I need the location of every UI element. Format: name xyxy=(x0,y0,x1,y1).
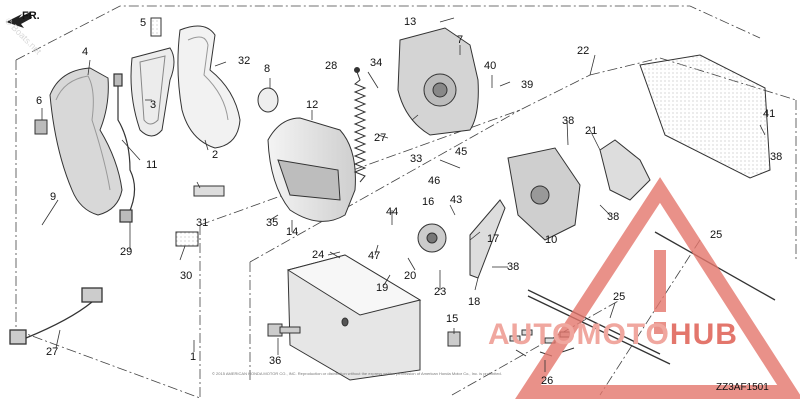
callout-part-20[interactable]: 20 xyxy=(404,270,417,282)
part-27-harness xyxy=(9,287,103,345)
callout-part-46-lower[interactable]: 46 xyxy=(428,175,441,187)
diagram-code: ZZ3AF1501 xyxy=(716,382,769,393)
part-2-grip xyxy=(177,25,241,149)
part-12-housing xyxy=(267,117,356,222)
callout-part-37[interactable]: 36 xyxy=(269,355,282,367)
callout-part-15[interactable]: 15 xyxy=(446,313,459,325)
part-3-grip xyxy=(130,47,175,137)
callout-part-40[interactable]: 38 xyxy=(770,151,783,163)
callout-part-24[interactable]: 24 xyxy=(312,249,325,261)
part-4-cover xyxy=(34,67,123,216)
callout-part-26[interactable]: 26 xyxy=(541,375,554,387)
callout-part-38-upper[interactable]: 38 xyxy=(607,211,620,223)
part-22-panel xyxy=(639,54,771,179)
callout-part-27[interactable]: 27 xyxy=(46,346,59,358)
callout-part-10[interactable]: 10 xyxy=(545,234,558,246)
callout-part-14[interactable]: 14 xyxy=(286,226,299,238)
callout-part-32[interactable]: 31 xyxy=(196,217,209,229)
part-10-bracket xyxy=(507,147,581,241)
callout-part-34[interactable]: 33 xyxy=(410,153,423,165)
part-8-ring xyxy=(257,87,279,113)
part-32-label xyxy=(193,185,225,197)
callout-part-8[interactable]: 8 xyxy=(264,63,271,75)
leader-lines xyxy=(41,17,766,372)
callout-part-2[interactable]: 2 xyxy=(212,149,219,161)
callout-part-42[interactable]: 40 xyxy=(484,60,497,72)
part-1-lower-housing xyxy=(286,254,422,381)
part-16-gear xyxy=(417,223,447,253)
callout-part-33[interactable]: 32 xyxy=(238,55,251,67)
callout-part-43[interactable]: 41 xyxy=(763,108,776,120)
callout-part-28[interactable]: 27 xyxy=(374,132,387,144)
front-direction-label: FR. xyxy=(22,10,40,22)
callout-part-47[interactable]: 47 xyxy=(368,250,381,262)
watermark-brand-left: AUTOMOTO xyxy=(488,318,670,351)
part-29-cable xyxy=(353,67,367,183)
callout-part-25-lower[interactable]: 25 xyxy=(613,291,626,303)
callout-part-7[interactable]: 7 xyxy=(457,34,464,46)
callout-part-30[interactable]: 29 xyxy=(120,246,133,258)
callout-part-11[interactable]: 11 xyxy=(146,159,158,171)
part-30-wiring xyxy=(113,73,136,223)
watermark-brand: AUTOMOTOHUB xyxy=(488,318,738,352)
callout-part-45[interactable]: 44 xyxy=(386,206,399,218)
part-37-bolt xyxy=(267,323,301,337)
part-31-label xyxy=(175,231,199,247)
callout-part-4[interactable]: 4 xyxy=(82,46,89,58)
front-direction-arrow-icon xyxy=(6,12,32,28)
part-7-plate xyxy=(397,27,479,136)
callout-part-18[interactable]: 18 xyxy=(468,296,481,308)
callout-part-1[interactable]: 1 xyxy=(190,351,197,363)
callout-part-39[interactable]: 38 xyxy=(562,115,575,127)
callout-part-19[interactable]: 19 xyxy=(376,282,389,294)
callout-part-44[interactable]: 43 xyxy=(450,194,463,206)
callout-part-36[interactable]: 35 xyxy=(266,217,279,229)
copyright-notice: © 2015 AMERICAN HONDA MOTOR CO., INC. Re… xyxy=(212,371,502,376)
callout-part-12[interactable]: 12 xyxy=(306,99,319,111)
callout-part-35[interactable]: 34 xyxy=(370,57,383,69)
callout-part-31[interactable]: 30 xyxy=(180,270,193,282)
callout-part-9[interactable]: 9 xyxy=(50,191,57,203)
callout-part-6[interactable]: 6 xyxy=(36,95,43,107)
callout-part-29[interactable]: 28 xyxy=(325,60,338,72)
callout-part-41[interactable]: 39 xyxy=(521,79,534,91)
callout-part-38-lower[interactable]: 38 xyxy=(507,261,520,273)
callout-part-25-upper[interactable]: 25 xyxy=(710,229,723,241)
part-5-spring xyxy=(150,17,162,37)
watermark-brand-right: HUB xyxy=(669,318,738,351)
callout-part-21[interactable]: 21 xyxy=(585,125,598,137)
callout-part-16[interactable]: 16 xyxy=(422,196,435,208)
callout-part-5[interactable]: 5 xyxy=(140,17,147,29)
callout-part-13[interactable]: 13 xyxy=(404,16,417,28)
callout-part-23[interactable]: 23 xyxy=(434,286,447,298)
part-18-arm xyxy=(469,199,506,279)
part-15-collar xyxy=(447,331,461,347)
callout-part-3[interactable]: 3 xyxy=(150,99,157,111)
callout-part-17[interactable]: 17 xyxy=(487,233,500,245)
callout-part-22[interactable]: 22 xyxy=(577,45,590,57)
watermark-triangle-icon xyxy=(515,177,800,399)
part-21-bracket xyxy=(599,139,651,201)
callout-part-46-upper[interactable]: 45 xyxy=(455,146,468,158)
